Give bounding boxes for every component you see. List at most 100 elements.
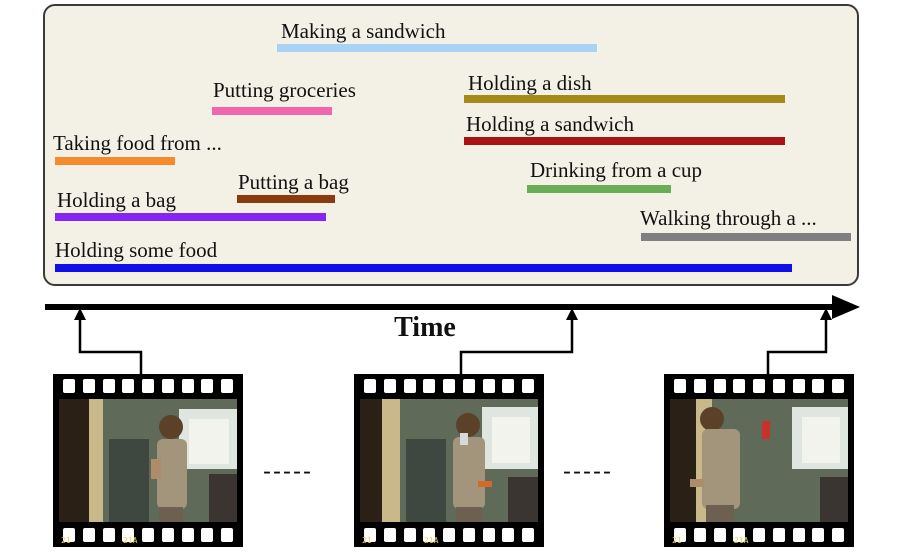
film-perforation xyxy=(221,379,233,393)
film-perforation xyxy=(522,379,534,393)
film-perforations-top xyxy=(674,379,844,393)
film-perforation xyxy=(201,379,214,393)
film-perforation xyxy=(733,528,746,542)
activity-label-holding-food: Holding some food xyxy=(55,238,218,262)
film-perforation xyxy=(832,528,844,542)
frame-connector-arrowhead-3 xyxy=(820,308,832,320)
film-perforation xyxy=(443,379,455,393)
film-perforation xyxy=(364,379,376,393)
activity-label-putting-bag: Putting a bag xyxy=(238,170,349,194)
ellipsis-separator-2: ----- xyxy=(563,458,613,485)
film-perforations-top xyxy=(63,379,233,393)
film-perforation xyxy=(753,379,765,393)
film-edge-code: 21A xyxy=(734,536,749,545)
activity-label-taking-food: Taking food from ... xyxy=(53,131,222,155)
film-perforation xyxy=(403,528,416,542)
video-frame-image-3 xyxy=(670,399,848,522)
film-perforation xyxy=(364,528,376,542)
film-perforation xyxy=(693,528,706,542)
activity-label-drinking-cup: Drinking from a cup xyxy=(530,158,703,182)
activity-bar-drinking-cup xyxy=(527,185,671,193)
activity-label-holding-dish: Holding a dish xyxy=(468,71,592,95)
frame-connector-arrowhead-1 xyxy=(74,308,86,320)
film-perforation xyxy=(181,379,194,393)
film-perforation xyxy=(674,528,686,542)
film-perforation xyxy=(733,379,746,393)
film-perforation xyxy=(502,379,515,393)
frame-connector-1 xyxy=(78,318,143,374)
video-frame-2: 21 21A xyxy=(354,374,544,547)
film-perforation xyxy=(462,528,475,542)
film-perforation xyxy=(82,528,95,542)
activity-label-walking-through: Walking through a ... xyxy=(640,206,817,230)
frame-connector-3 xyxy=(766,318,828,374)
film-perforation xyxy=(181,528,194,542)
film-perforation xyxy=(792,528,805,542)
activity-bar-taking-food xyxy=(55,157,175,165)
ellipsis-separator-1: ----- xyxy=(263,458,313,485)
film-perforation xyxy=(383,528,396,542)
film-perforation xyxy=(423,528,436,542)
film-perforation xyxy=(482,379,495,393)
activity-bar-holding-sandwich xyxy=(464,137,785,145)
film-perforation xyxy=(482,528,495,542)
activity-bar-walking-through xyxy=(641,233,851,241)
film-perforation xyxy=(713,528,726,542)
video-frame-1: 21 21A xyxy=(53,374,243,547)
film-edge-number: 21 xyxy=(672,536,682,545)
film-perforation xyxy=(102,528,115,542)
activity-bar-putting-bag xyxy=(237,195,335,203)
video-frame-image-2 xyxy=(360,399,538,522)
film-edge-code: 21A xyxy=(424,536,439,545)
film-perforation xyxy=(772,379,785,393)
film-perforation xyxy=(142,528,154,542)
activity-bar-making-sandwich xyxy=(277,44,597,52)
film-perforation xyxy=(772,528,785,542)
activity-bar-putting-groceries xyxy=(212,107,332,115)
film-perforation xyxy=(201,528,214,542)
film-perforation xyxy=(403,379,416,393)
frame-connector-2 xyxy=(459,318,574,374)
film-perforations-top xyxy=(364,379,534,393)
film-perforation xyxy=(792,379,805,393)
video-frame-3: 21 21A xyxy=(664,374,854,547)
activity-bar-holding-dish xyxy=(464,95,785,103)
activity-label-making-sandwich: Making a sandwich xyxy=(281,19,446,43)
film-perforation xyxy=(383,379,396,393)
activity-bar-holding-bag xyxy=(55,213,326,221)
film-perforation xyxy=(713,379,726,393)
film-edge-number: 21 xyxy=(61,536,71,545)
film-perforation xyxy=(674,379,686,393)
film-perforations-bottom xyxy=(364,528,534,542)
film-perforation xyxy=(462,379,475,393)
time-axis-label: Time xyxy=(394,312,456,343)
film-edge-code: 21A xyxy=(123,536,138,545)
film-perforation xyxy=(142,379,154,393)
film-perforation xyxy=(693,379,706,393)
film-perforation xyxy=(221,528,233,542)
film-perforations-bottom xyxy=(674,528,844,542)
film-perforation xyxy=(161,379,174,393)
time-axis-arrowhead xyxy=(832,295,860,319)
film-perforations-bottom xyxy=(63,528,233,542)
film-perforation xyxy=(122,379,135,393)
activity-label-holding-sandwich: Holding a sandwich xyxy=(466,112,634,136)
activity-label-putting-groceries: Putting groceries xyxy=(213,78,356,102)
film-perforation xyxy=(82,379,95,393)
film-perforation xyxy=(753,528,765,542)
activity-label-holding-bag: Holding a bag xyxy=(57,188,176,212)
activity-bar-holding-food xyxy=(55,264,792,272)
film-perforation xyxy=(423,379,436,393)
film-perforation xyxy=(102,379,115,393)
film-perforation xyxy=(122,528,135,542)
film-perforation xyxy=(522,528,534,542)
video-frame-image-1 xyxy=(59,399,237,522)
film-perforation xyxy=(63,379,75,393)
film-perforation xyxy=(63,528,75,542)
film-perforation xyxy=(443,528,455,542)
film-perforation xyxy=(161,528,174,542)
film-perforation xyxy=(502,528,515,542)
film-perforation xyxy=(832,379,844,393)
frame-connector-arrowhead-2 xyxy=(566,308,578,320)
